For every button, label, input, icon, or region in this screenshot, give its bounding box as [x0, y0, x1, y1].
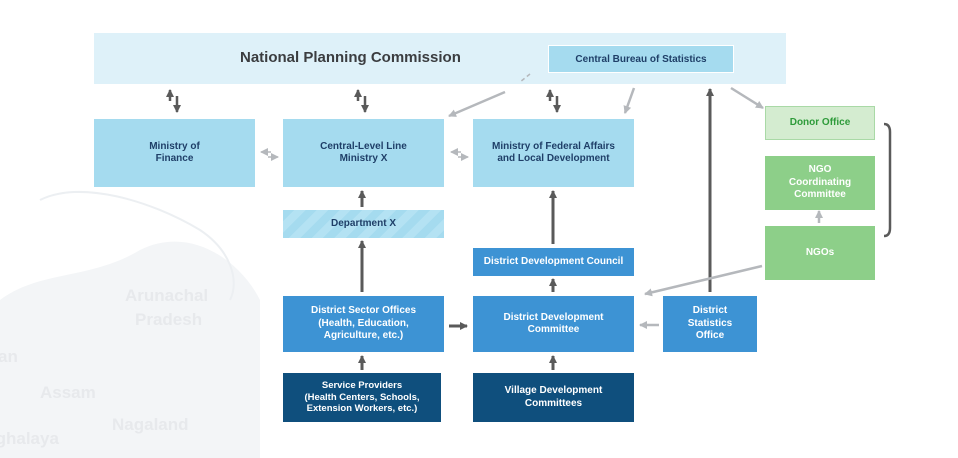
map-label-assam: Assam	[40, 383, 96, 402]
mofald-box: Ministry of Federal Affairs and Local De…	[473, 119, 634, 187]
arrow-cbs-to-mofald	[623, 87, 636, 114]
district-development-committee-box: District Development Committee	[473, 296, 634, 352]
central-level-line-ministry-box: Central-Level Line Ministry X	[283, 119, 444, 187]
arrow-npc-to-donor-office	[730, 86, 764, 110]
map-label-meghalaya: Meghalaya	[0, 429, 59, 448]
district-development-council-box: District Development Council	[473, 248, 634, 276]
district-statistics-office-box: District Statistics Office	[663, 296, 757, 352]
map-label-nagaland: Nagaland	[112, 415, 189, 434]
map-border-line	[39, 190, 235, 301]
arrow-ngos-to-committee	[644, 264, 763, 297]
service-providers-box: Service Providers (Health Centers, Schoo…	[283, 373, 441, 422]
dashed-link-cbs	[519, 73, 531, 83]
arrow-npc-to-line-ministry	[448, 90, 506, 118]
two-way-arrow-finance-line-ministry	[260, 148, 279, 161]
two-way-arrow-npc-finance	[166, 89, 181, 113]
two-way-arrow-npc-mofald	[546, 89, 561, 113]
ministry-of-finance-box: Ministry of Finance	[94, 119, 255, 187]
central-bureau-of-statistics: Central Bureau of Statistics	[548, 45, 734, 73]
two-way-arrow-line-ministry-mofald	[450, 148, 469, 161]
donor-office-box: Donor Office	[765, 106, 875, 140]
ngos-box: NGOs	[765, 226, 875, 280]
village-development-committees-box: Village Development Committees	[473, 373, 634, 422]
map-label-pradesh: Pradesh	[135, 310, 202, 329]
ngo-coordinating-committee-box: NGO Coordinating Committee	[765, 156, 875, 210]
department-x-box: Department X	[283, 210, 444, 238]
map-label-arunachal: Arunachal	[125, 286, 208, 305]
map-label-an: an	[0, 347, 18, 366]
map-region-shape	[0, 241, 260, 458]
district-sector-offices-box: District Sector Offices (Health, Educati…	[283, 296, 444, 352]
grouping-bracket	[883, 122, 892, 238]
two-way-arrow-npc-line-ministry	[354, 89, 369, 113]
national-planning-commission-title: National Planning Commission	[240, 49, 461, 66]
